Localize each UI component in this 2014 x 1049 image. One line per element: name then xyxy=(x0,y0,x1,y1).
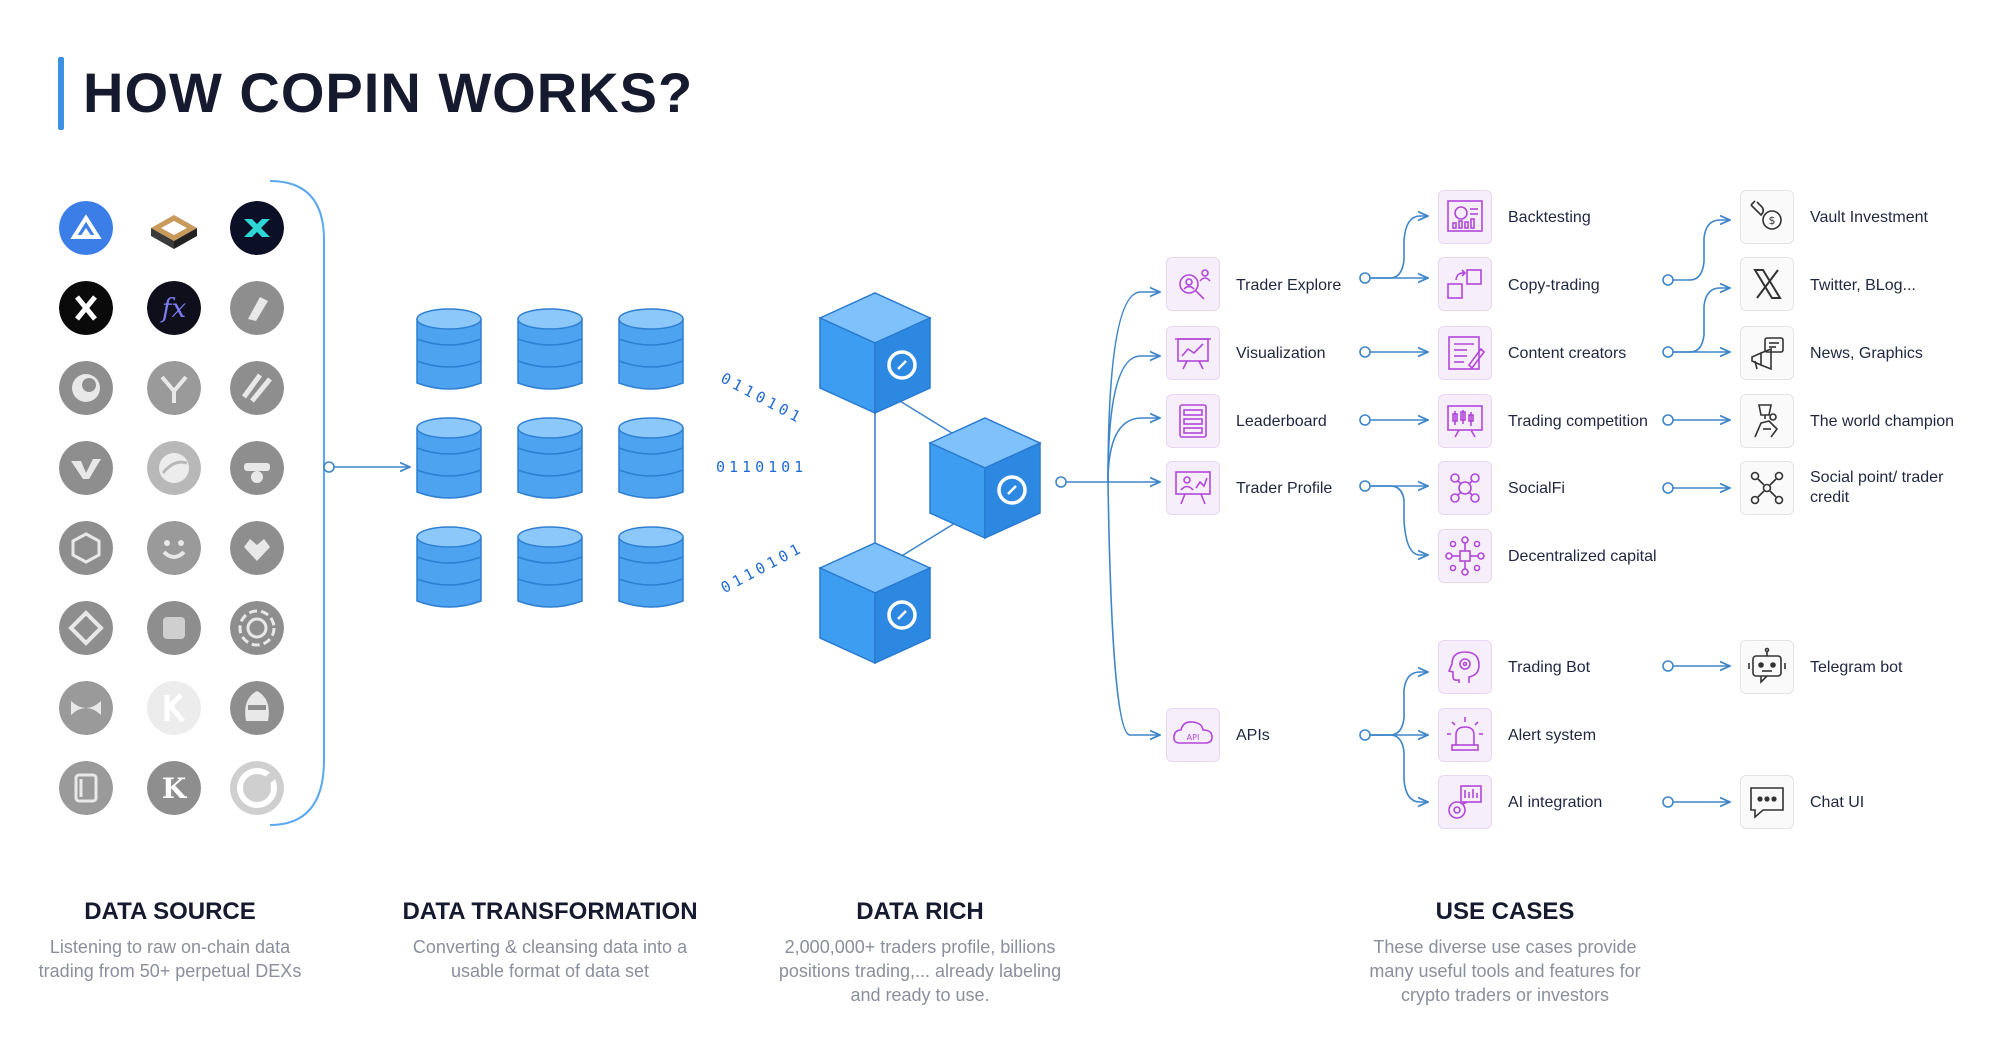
use-case-label-telegram-bot: Telegram bot xyxy=(1810,659,1903,676)
dex-logo-layers xyxy=(59,761,113,815)
use-case-label-decentralized-capital: Decentralized capital xyxy=(1508,548,1657,565)
use-case-label-ai-integration: AI integration xyxy=(1508,794,1603,811)
backtesting-icon xyxy=(1438,190,1492,244)
bot-icon xyxy=(1740,640,1794,694)
section-desc-data-rich: 2,000,000+ traders profile, billions pos… xyxy=(778,937,1062,1005)
dex-logo-ninja xyxy=(230,441,284,495)
dex-logo-target xyxy=(230,601,284,655)
node-label-trader-profile: Trader Profile xyxy=(1236,480,1333,497)
leaderboard-icon xyxy=(1166,394,1220,448)
dex-logo-gothic-k: K xyxy=(147,761,201,815)
dex-logo-stripes xyxy=(230,361,284,415)
node-label-trader-explore: Trader Explore xyxy=(1236,277,1342,294)
use-case-label-socialfi: SocialFi xyxy=(1508,480,1565,497)
section-title-data-source: DATA SOURCE xyxy=(84,898,256,925)
dex-logo-gains xyxy=(59,201,113,255)
dex-logo-square xyxy=(147,601,201,655)
use-case-label-news-graphics: News, Graphics xyxy=(1810,345,1923,362)
section-title-use-cases: USE CASES xyxy=(1435,898,1575,925)
copy-trading-icon xyxy=(1438,257,1492,311)
ai-integration-icon xyxy=(1438,775,1492,829)
database-grid xyxy=(416,308,684,608)
network-icon xyxy=(1740,461,1794,515)
content-creators-icon xyxy=(1438,326,1492,380)
visualization-icon xyxy=(1166,326,1220,380)
dex-logo-synthetix xyxy=(230,201,284,255)
use-case-label-content-creators: Content creators xyxy=(1508,345,1627,362)
dex-logo-bow xyxy=(59,681,113,735)
x-logo-icon xyxy=(1740,257,1794,311)
title-accent-bar xyxy=(58,57,64,130)
section-desc-data-source: Listening to raw on-chain data trading f… xyxy=(38,937,302,981)
dex-logo-x xyxy=(59,281,113,335)
svg-text:API: API xyxy=(1187,733,1200,742)
use-case-label-social-point: Social point/ trader credit xyxy=(1810,469,1944,506)
champion-icon xyxy=(1740,394,1794,448)
trading-competition-icon xyxy=(1438,394,1492,448)
dex-logo-fx: fx xyxy=(147,281,201,335)
dex-logo-ring xyxy=(147,441,201,495)
dex-logo-y xyxy=(147,361,201,415)
megaphone-icon xyxy=(1740,326,1794,380)
node-label-apis: APIs xyxy=(1236,727,1270,744)
use-case-label-alert-system: Alert system xyxy=(1508,727,1597,744)
dex-logo-cube xyxy=(59,521,113,575)
binary-stream-middle: 0110101 xyxy=(716,458,808,476)
dex-logo-mask xyxy=(230,681,284,735)
data-cubes xyxy=(810,288,1050,678)
use-case-label-world-champion: The world champion xyxy=(1810,413,1955,430)
vault-icon: $ xyxy=(1740,190,1794,244)
chat-icon xyxy=(1740,775,1794,829)
api-icon: API xyxy=(1166,708,1220,762)
use-case-label-chat-ui: Chat UI xyxy=(1810,794,1865,811)
section-desc-use-cases: These diverse use cases provide many use… xyxy=(1369,937,1641,1005)
dex-logo-diamond xyxy=(59,601,113,655)
dex-logo-heart xyxy=(230,521,284,575)
section-title-data-transformation: DATA TRANSFORMATION xyxy=(402,898,698,925)
svg-text:$: $ xyxy=(1769,214,1776,227)
trader-explore-icon xyxy=(1166,257,1220,311)
dex-logo-c xyxy=(230,761,284,815)
dex-logo-box xyxy=(147,201,201,255)
use-case-label-twitter-blog: Twitter, BLog... xyxy=(1810,277,1916,294)
use-case-label-trading-bot: Trading Bot xyxy=(1508,659,1591,676)
alert-icon xyxy=(1438,708,1492,762)
svg-text:K: K xyxy=(162,772,188,805)
trading-bot-icon xyxy=(1438,640,1492,694)
page-title: HOW COPIN WORKS? xyxy=(83,61,694,124)
decentralized-capital-icon xyxy=(1438,529,1492,583)
socialfi-icon xyxy=(1438,461,1492,515)
section-desc-data-transformation: Converting & cleansing data into a usabl… xyxy=(412,937,688,981)
dex-logo-arrow xyxy=(230,281,284,335)
use-case-label-copy-trading: Copy-trading xyxy=(1508,277,1600,294)
dex-logo-k xyxy=(147,681,201,735)
dex-logo-swirl xyxy=(59,361,113,415)
dex-logo-v xyxy=(59,441,113,495)
trader-profile-icon xyxy=(1166,461,1220,515)
svg-text:fx: fx xyxy=(160,294,187,324)
use-case-label-vault-investment: Vault Investment xyxy=(1810,209,1928,226)
node-label-visualization: Visualization xyxy=(1236,345,1326,362)
node-label-leaderboard: Leaderboard xyxy=(1236,413,1327,430)
use-case-label-trading-competition: Trading competition xyxy=(1508,413,1648,430)
section-title-data-rich: DATA RICH xyxy=(856,898,984,925)
dex-logo-smile xyxy=(147,521,201,575)
use-case-label-backtesting: Backtesting xyxy=(1508,209,1591,226)
